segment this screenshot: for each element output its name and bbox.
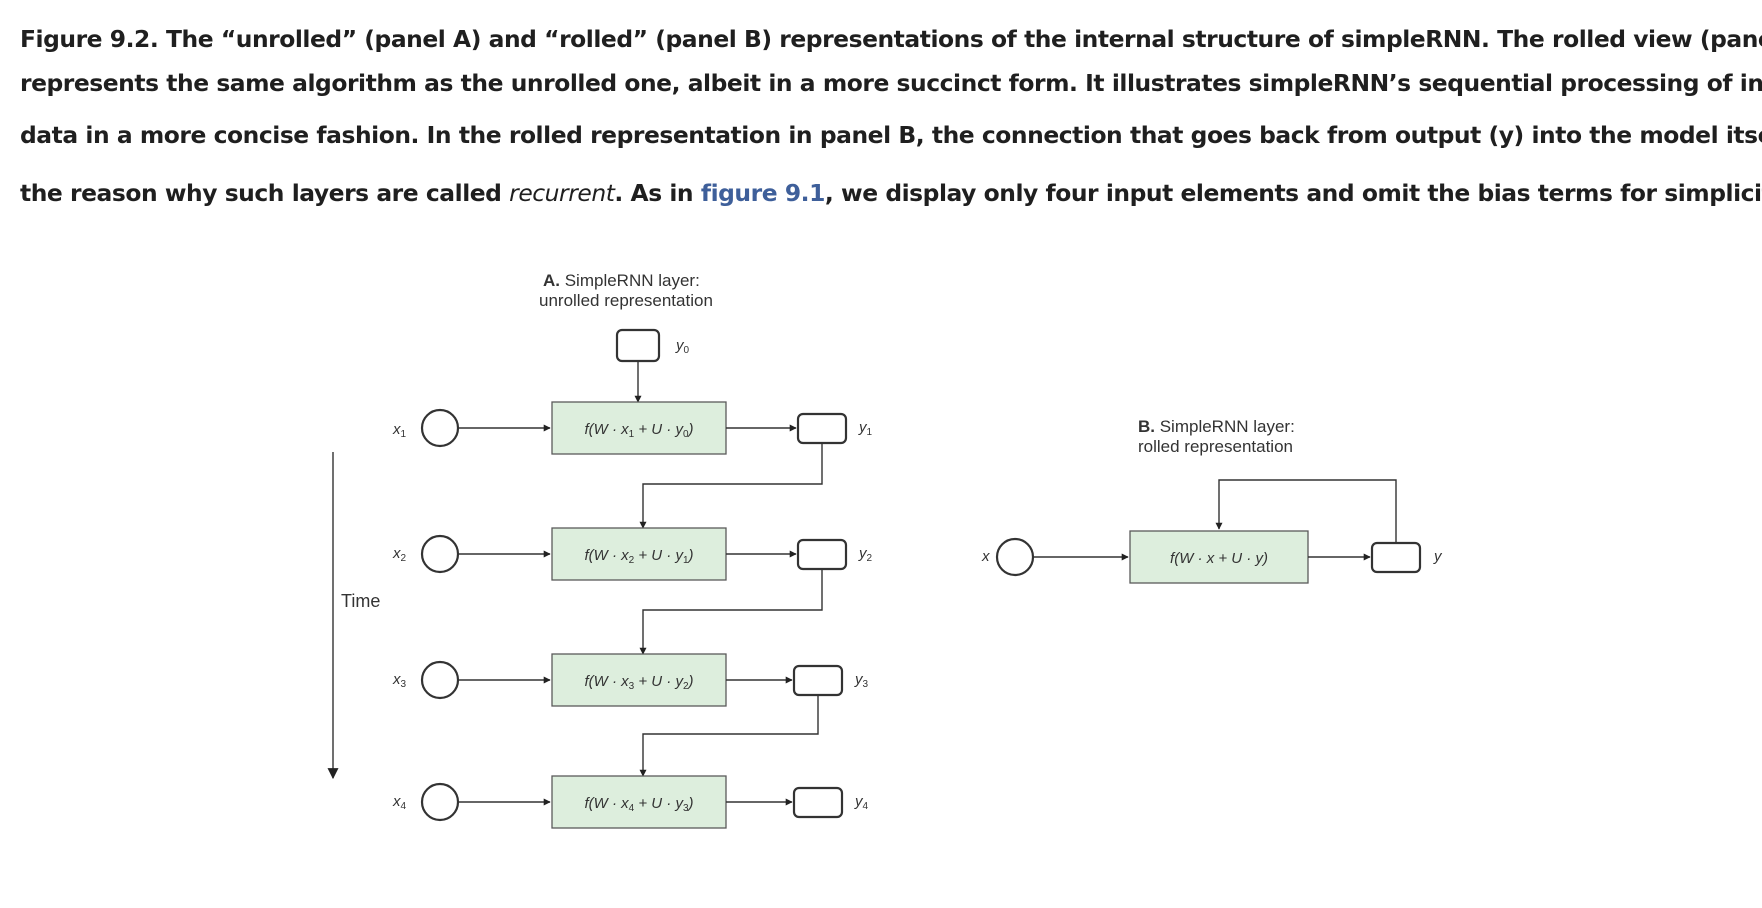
time-label: Time (341, 591, 380, 611)
y1-label: y1 (858, 419, 873, 438)
svg-text:unrolled representation: unrolled representation (539, 291, 713, 310)
initial-state-box (615, 328, 661, 363)
x3-label: x3 (392, 671, 407, 690)
formula-rolled: f(W · x + U · y) (1170, 550, 1268, 567)
formula-step-3: f(W · x3 + U · y2) (584, 673, 693, 692)
y1-output-box (796, 412, 848, 445)
y2-feedback-path (639, 569, 823, 655)
initial-state-y0: y0 (615, 328, 690, 403)
caption-line-1: Figure 9.2. The “unrolled” (panel A) and… (20, 25, 1762, 53)
x1-label: x1 (392, 421, 407, 440)
svg-text:B. SimpleRNN layer:: B. SimpleRNN layer: (1138, 417, 1295, 436)
caption-line-4: the reason why such layers are called re… (20, 179, 1762, 208)
x-label: x (981, 548, 990, 565)
x2-input-node (420, 534, 460, 574)
formula-step-1: f(W · x1 + U · y0) (584, 421, 693, 440)
panel-b-title: B. SimpleRNN layer: rolled representatio… (1138, 417, 1295, 456)
panel-b: B. SimpleRNN layer: rolled representatio… (981, 417, 1443, 584)
y2-output-box (796, 538, 848, 571)
svg-text:rolled representation: rolled representation (1138, 437, 1293, 456)
step-2: x2 f(W · x2 + U · y1) y2 (392, 527, 873, 655)
figure-caption: Figure 9.2. The “unrolled” (panel A) and… (20, 25, 1762, 208)
x-input-node (995, 537, 1035, 577)
formula-step-2: f(W · x2 + U · y1) (584, 547, 693, 566)
step-3: x3 f(W · x3 + U · y2) y3 (392, 653, 869, 777)
figure-9-1-link[interactable]: figure 9.1 (700, 179, 826, 208)
y4-label: y4 (854, 793, 869, 812)
recurrent-feedback-path (1215, 479, 1397, 543)
y3-output-box (792, 664, 844, 697)
cell-step-1 (551, 401, 727, 455)
caption-line-2: represents the same algorithm as the unr… (20, 69, 1762, 98)
cell-step-2 (551, 527, 727, 581)
x1-input-node (420, 408, 460, 448)
x2-label: x2 (392, 545, 407, 564)
formula-step-4: f(W · x4 + U · y3) (584, 795, 693, 814)
x3-input-node (420, 660, 460, 700)
cell-rolled (1129, 530, 1309, 584)
step-4: x4 f(W · x4 + U · y3) y4 (392, 775, 869, 829)
y3-feedback-path (639, 695, 819, 777)
y-label: y (1433, 548, 1443, 565)
step-1: x1 f(W · x1 + U · y0) y1 (392, 401, 873, 529)
x4-input-node (420, 782, 460, 822)
caption-line-3: data in a more concise fashion. In the r… (20, 120, 1762, 149)
y-output-box (1370, 541, 1422, 574)
y1-feedback-path (639, 443, 823, 529)
y3-label: y3 (854, 671, 869, 690)
x4-label: x4 (392, 793, 407, 812)
cell-step-3 (551, 653, 727, 707)
panel-a-title: A. SimpleRNN layer: unrolled representat… (539, 271, 713, 310)
y4-output-box (792, 786, 844, 819)
y0-label: y0 (675, 337, 690, 356)
y2-label: y2 (858, 545, 873, 564)
time-axis: Time (327, 452, 380, 780)
svg-text:A. SimpleRNN layer:: A. SimpleRNN layer: (543, 271, 700, 290)
recurrent-emphasis: recurrent (509, 179, 615, 208)
